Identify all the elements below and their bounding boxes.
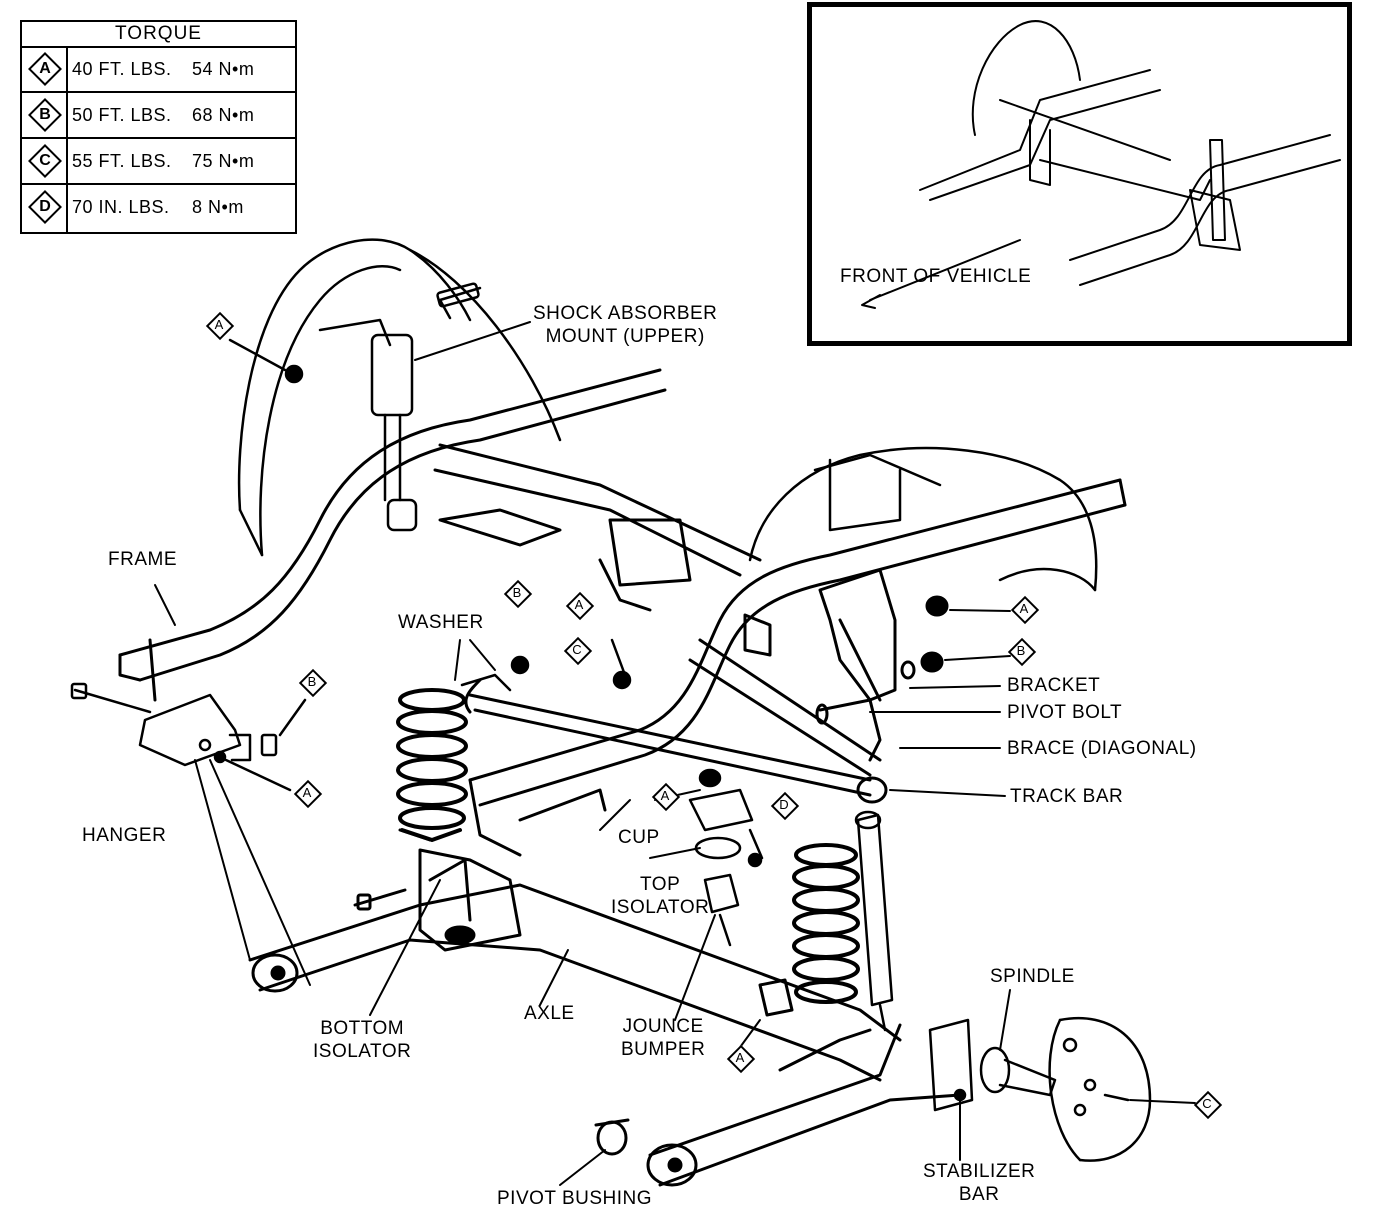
inset-caption: FRONT OF VEHICLE bbox=[840, 266, 1032, 287]
torque-nm: 68 N•m bbox=[192, 105, 255, 125]
torque-ft-lbs: 55 FT. LBS. bbox=[72, 151, 172, 171]
torque-table: TORQUE A 40 FT. LBS. 54 N•m B 50 FT. LBS… bbox=[20, 20, 297, 234]
torque-key: B bbox=[39, 106, 51, 123]
shock-absorber-left bbox=[228, 282, 482, 532]
torque-callout-b: B bbox=[298, 668, 328, 698]
leader-lines bbox=[154, 321, 1196, 1186]
label-spindle: SPINDLE bbox=[990, 966, 1075, 987]
label-top-isolator: TOP ISOLATOR bbox=[611, 874, 710, 918]
torque-callout-letter: D bbox=[779, 797, 789, 812]
hanger bbox=[70, 682, 307, 792]
axle-assembly bbox=[248, 828, 902, 1082]
label-axle: AXLE bbox=[524, 1003, 575, 1024]
torque-callout-a: A bbox=[726, 1044, 756, 1074]
brace-bracket bbox=[688, 568, 949, 777]
torque-callout-letter: B bbox=[307, 674, 317, 689]
torque-row: C 55 FT. LBS. 75 N•m bbox=[22, 139, 295, 185]
torque-callout-a: A bbox=[1010, 595, 1040, 625]
torque-table-title: TORQUE bbox=[22, 22, 295, 48]
torque-callout-b: B bbox=[1007, 637, 1037, 667]
torque-nm: 75 N•m bbox=[192, 151, 255, 171]
wheelhouse-right bbox=[748, 446, 1098, 592]
label-pivot-bushing: PIVOT BUSHING bbox=[497, 1188, 653, 1209]
label-pivot-bolt: PIVOT BOLT bbox=[1007, 702, 1123, 723]
torque-key: A bbox=[39, 60, 51, 77]
torque-nm: 8 N•m bbox=[192, 197, 244, 217]
label-washer: WASHER bbox=[398, 612, 484, 633]
stabilizer-spindle bbox=[928, 1016, 1152, 1162]
torque-row: D 70 IN. LBS. 8 N•m bbox=[22, 185, 295, 232]
torque-callout-letter: A bbox=[660, 788, 670, 803]
torque-callout-a: A bbox=[565, 591, 595, 621]
inset-front-of-vehicle: FRONT OF VEHICLE bbox=[807, 2, 1352, 346]
torque-callout-d: D bbox=[770, 791, 800, 821]
torque-callout-a: A bbox=[205, 311, 235, 341]
frame-rails bbox=[118, 368, 1127, 857]
torque-callout-a: A bbox=[293, 779, 323, 809]
shock-absorber-right bbox=[854, 810, 894, 1032]
torque-ft-lbs: 50 FT. LBS. bbox=[72, 105, 172, 125]
top-isolator-stack bbox=[688, 768, 764, 947]
label-shock-absorber-mount: SHOCK ABSORBER MOUNT (UPPER) bbox=[533, 303, 718, 347]
label-bracket: BRACKET bbox=[1007, 675, 1101, 696]
torque-callout-b: B bbox=[503, 579, 533, 609]
torque-key: C bbox=[39, 152, 51, 169]
coil-spring-left bbox=[396, 688, 468, 842]
torque-ft-lbs: 40 FT. LBS. bbox=[72, 59, 172, 79]
torque-callout-letter: A bbox=[214, 317, 224, 332]
torque-ft-lbs: 70 IN. LBS. bbox=[72, 197, 170, 217]
torque-callout-letter: A bbox=[302, 785, 312, 800]
label-brace: BRACE (DIAGONAL) bbox=[1007, 738, 1197, 759]
torque-callout-letter: A bbox=[574, 597, 584, 612]
coil-spring-right bbox=[792, 843, 860, 1004]
trailing-arm bbox=[594, 1023, 962, 1187]
torque-callout-a: A bbox=[651, 782, 681, 812]
label-hanger: HANGER bbox=[82, 825, 167, 846]
torque-callout-letter: B bbox=[1016, 643, 1026, 658]
label-cup: CUP bbox=[618, 827, 660, 848]
label-jounce-bumper: JOUNCE BUMPER bbox=[621, 1016, 706, 1060]
torque-callout-c: C bbox=[1193, 1090, 1223, 1120]
track-bar bbox=[464, 678, 888, 804]
torque-callout-letter: C bbox=[572, 642, 582, 657]
label-bottom-isolator: BOTTOM ISOLATOR bbox=[313, 1018, 412, 1062]
torque-callout-letter: A bbox=[735, 1050, 745, 1065]
torque-callout-letter: B bbox=[512, 585, 522, 600]
inset-drawing bbox=[861, 20, 1341, 309]
torque-nm: 54 N•m bbox=[192, 59, 255, 79]
torque-callout-letter: C bbox=[1202, 1096, 1212, 1111]
torque-callout-c: C bbox=[563, 636, 593, 666]
label-frame: FRAME bbox=[108, 549, 177, 570]
wheelhouse-left bbox=[237, 238, 562, 557]
label-stabilizer-bar: STABILIZER BAR bbox=[923, 1161, 1036, 1205]
label-track-bar: TRACK BAR bbox=[1010, 786, 1124, 807]
torque-row: B 50 FT. LBS. 68 N•m bbox=[22, 93, 295, 139]
washer-parts bbox=[460, 638, 632, 692]
torque-row: A 40 FT. LBS. 54 N•m bbox=[22, 47, 295, 93]
torque-callout-letter: A bbox=[1019, 601, 1029, 616]
torque-key: D bbox=[39, 198, 51, 215]
